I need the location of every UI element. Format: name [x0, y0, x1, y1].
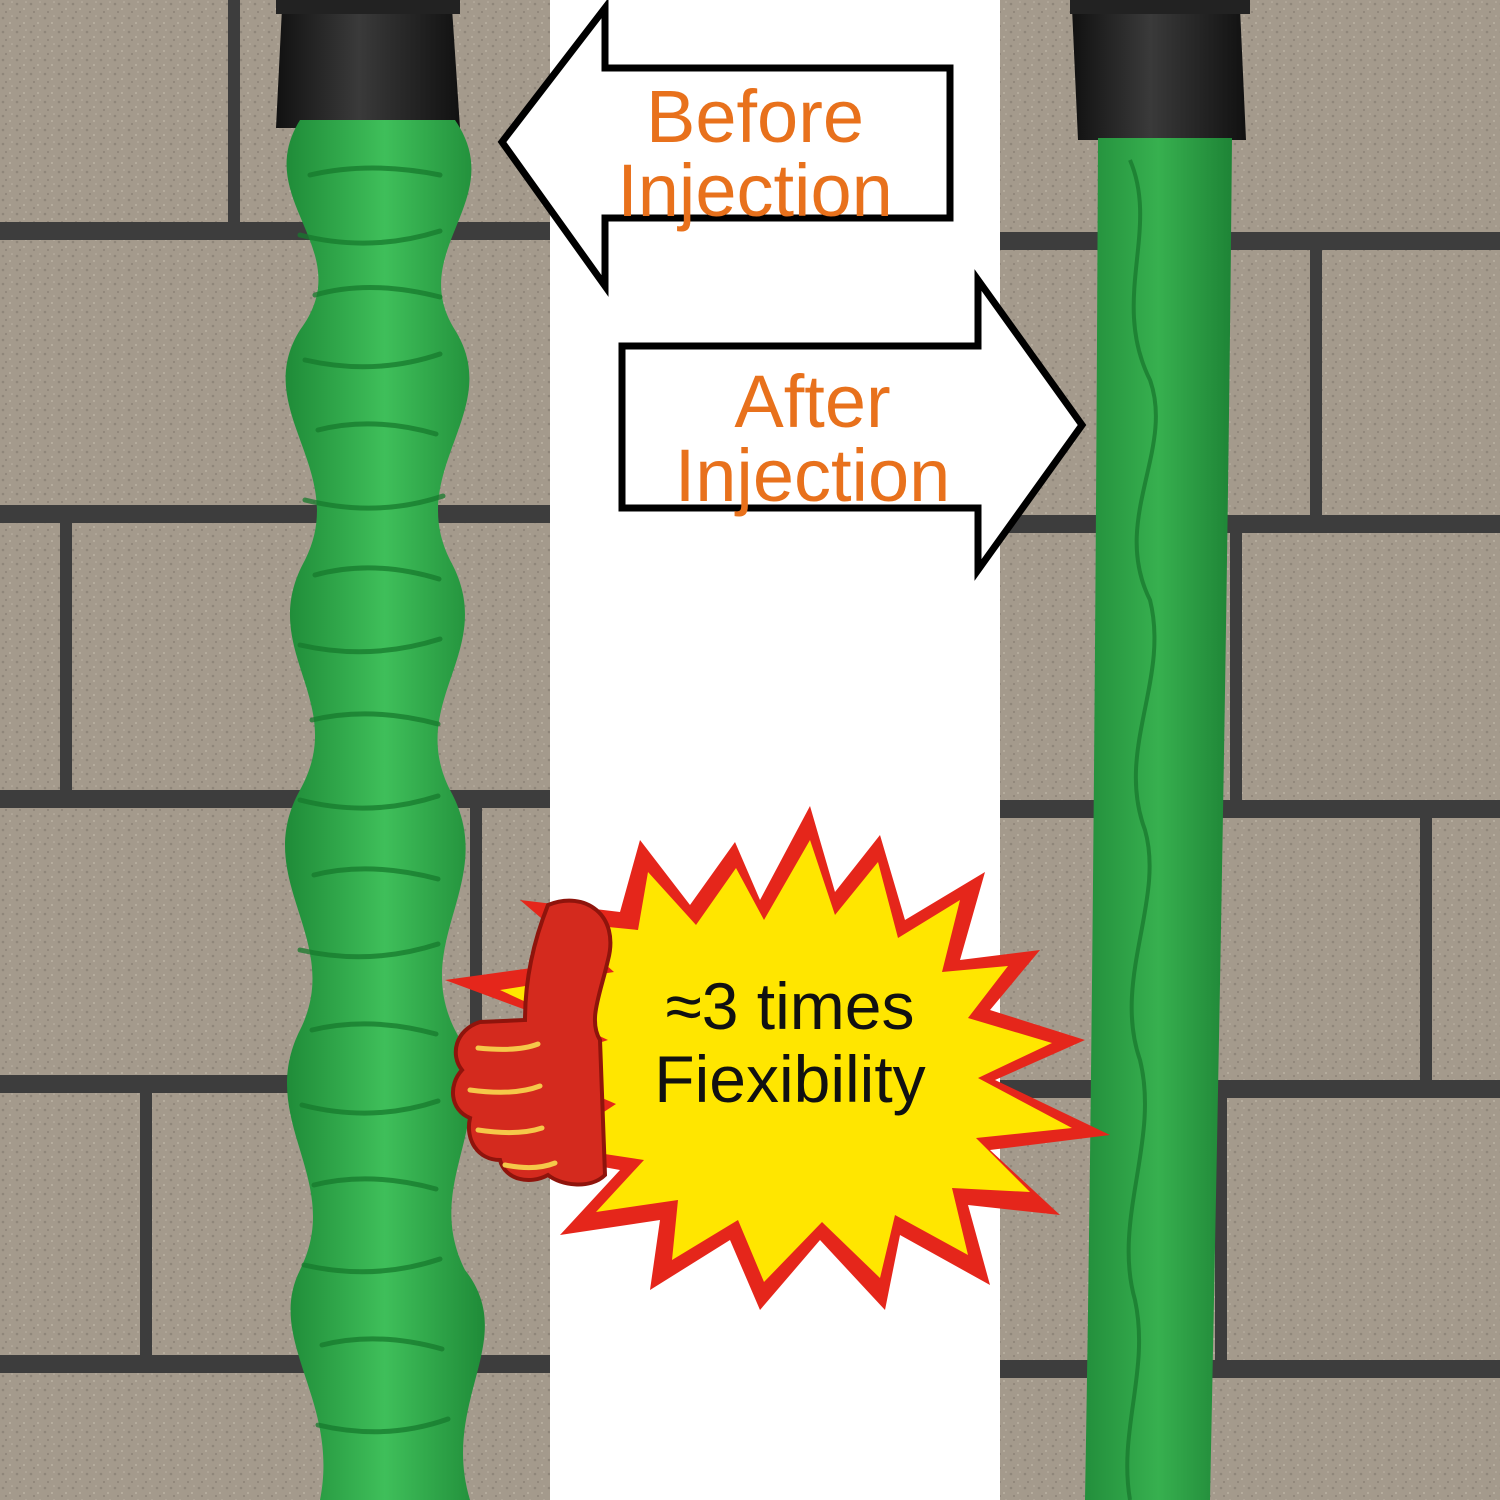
after-arrow: [618, 269, 1087, 581]
right-hose-connector: [1072, 8, 1246, 140]
right-wall-panel: [1000, 0, 1500, 1500]
flexibility-label-line2: Fiexibility: [654, 1041, 926, 1116]
expanded-hose: [1070, 0, 1250, 1500]
flexibility-label: ≈3 times Fiexibility: [600, 970, 980, 1115]
after-label-line1: After: [734, 360, 891, 443]
flexibility-label-line1: ≈3 times: [665, 969, 915, 1043]
contracted-hose: [276, 0, 485, 1500]
before-label-line2: Injection: [617, 149, 893, 232]
before-arrow: [497, 0, 954, 297]
after-injection-label: After Injection: [625, 365, 1000, 513]
left-hose-connector: [276, 8, 460, 128]
before-label-line1: Before: [645, 75, 865, 158]
thumbs-up-icon: [450, 898, 613, 1187]
before-injection-label: Before Injection: [560, 80, 950, 228]
after-label-line2: Injection: [674, 434, 951, 517]
